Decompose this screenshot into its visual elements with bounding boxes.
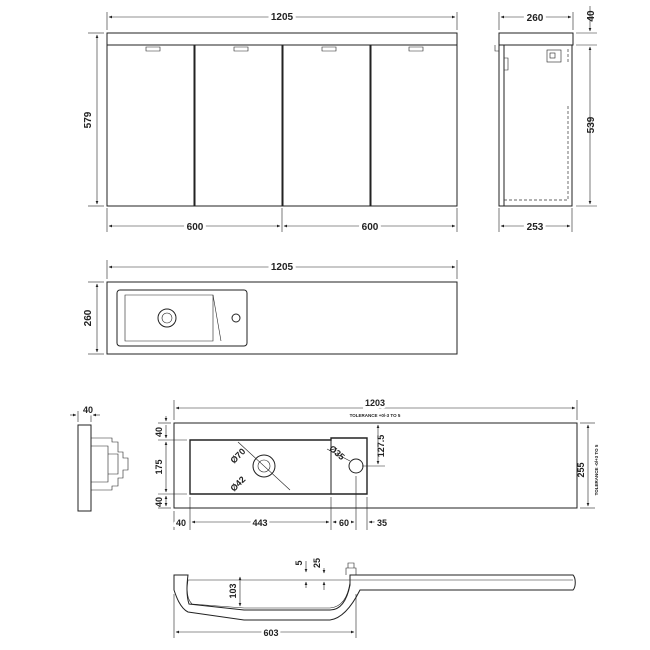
section-view: 5 25 103 603 bbox=[173, 558, 576, 641]
front-height-label: 579 bbox=[83, 111, 94, 128]
plan-depth-label: 255 bbox=[576, 462, 586, 477]
section-bowl-height-label: 103 bbox=[228, 583, 238, 598]
plan-width-label: 1203 bbox=[365, 398, 385, 408]
front-right-width-label: 600 bbox=[362, 222, 379, 233]
cabinet-door-1 bbox=[106, 44, 195, 207]
tap-hole-diameter-label: Ø35 bbox=[327, 443, 346, 462]
waste-inner-diameter-label: Ø42 bbox=[228, 474, 247, 493]
cabinet-door-3 bbox=[282, 44, 371, 207]
plan-bowl-depth-label: 175 bbox=[154, 459, 164, 474]
plan-tap-hole-offset-label: 35 bbox=[377, 518, 387, 528]
cabinet-door-4 bbox=[370, 44, 458, 207]
top-view: 1205 260 bbox=[83, 259, 458, 355]
side-top-thickness-label: 40 bbox=[586, 10, 597, 22]
front-view: 1205 579 600 600 bbox=[83, 9, 458, 236]
waste-icon bbox=[157, 308, 177, 328]
tap-hole-plan-icon bbox=[348, 458, 364, 474]
basin-plan: 1203 TOLERANCE +0/-3 TO 5 255 TOLERANCE … bbox=[154, 396, 599, 531]
front-width-label: 1205 bbox=[271, 12, 294, 23]
plan-depth-tolerance: TOLERANCE -0/+3 TO 5 bbox=[594, 444, 599, 495]
top-width-label: 1205 bbox=[271, 262, 294, 273]
plan-width-tolerance: TOLERANCE +0/-3 TO 5 bbox=[350, 413, 401, 418]
plan-back-margin-label: 40 bbox=[154, 497, 164, 507]
front-left-width-label: 600 bbox=[187, 222, 204, 233]
plan-tap-offset-label: 127.5 bbox=[376, 435, 386, 458]
side-view: 260 40 539 253 bbox=[494, 6, 597, 236]
plan-bowl-width-label: 443 bbox=[252, 518, 267, 528]
basin-bowl-outline bbox=[116, 289, 248, 347]
waste-plan-icon bbox=[252, 454, 276, 478]
tap-hole-icon bbox=[231, 313, 241, 323]
section-length-label: 603 bbox=[263, 628, 278, 638]
plan-left-margin-label: 40 bbox=[176, 518, 186, 528]
plan-front-margin-label: 40 bbox=[154, 427, 164, 437]
top-depth-label: 260 bbox=[83, 309, 94, 326]
waste-diameter-label: Ø70 bbox=[228, 446, 247, 465]
plan-tap-deck-label: 60 bbox=[339, 518, 349, 528]
profile-thickness-label: 40 bbox=[83, 405, 93, 415]
side-cabinet-depth-label: 253 bbox=[527, 222, 544, 233]
side-cabinet-height-label: 539 bbox=[586, 116, 597, 133]
section-lip-label: 25 bbox=[312, 558, 322, 568]
basin-bowl-plan bbox=[189, 437, 368, 495]
section-rim-label: 5 bbox=[294, 560, 304, 565]
side-depth-label: 260 bbox=[527, 13, 544, 24]
basin-side-profile: 40 bbox=[70, 403, 129, 512]
cabinet-door-2 bbox=[194, 44, 283, 207]
